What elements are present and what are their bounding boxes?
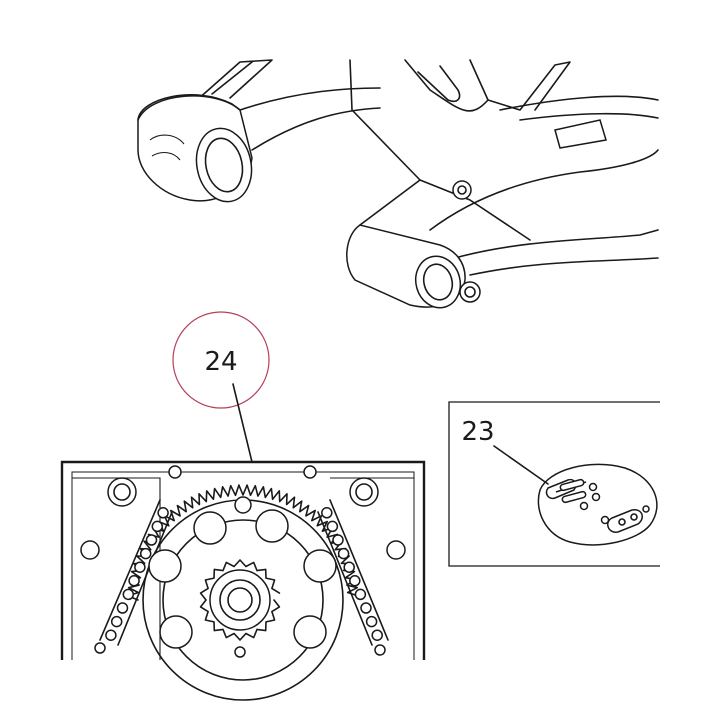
chain-roller — [326, 520, 339, 533]
chain-link-parts-ellipse — [537, 463, 658, 546]
chain-roller — [105, 629, 117, 641]
chain-right — [321, 507, 383, 641]
callout-24-number: 24 — [204, 347, 237, 377]
chain-roller — [337, 547, 350, 560]
chain-roller — [360, 602, 372, 614]
swingarm-drawing — [137, 59, 659, 309]
chain-roller — [110, 615, 123, 628]
chain-kit-panel — [448, 401, 660, 567]
chain-roller — [349, 575, 361, 587]
front-sprocket — [199, 559, 281, 641]
sprocket-kit-panel — [60, 460, 426, 701]
chain-roller — [343, 561, 355, 573]
chain-roller — [371, 629, 383, 641]
chain-left — [105, 507, 169, 641]
chain-roller — [365, 615, 378, 628]
chain-roller — [321, 507, 333, 519]
chain-roller — [157, 507, 169, 519]
callout-23-number: 23 — [461, 417, 494, 447]
highlight-circle — [172, 311, 270, 409]
chain-roller — [128, 575, 140, 587]
chain-roller — [139, 547, 152, 560]
callout-24[interactable]: 24 — [172, 311, 270, 463]
chain-roller — [134, 561, 146, 573]
callout-24-leader — [232, 383, 253, 463]
chain-roller — [332, 534, 344, 546]
chain-roller — [151, 520, 164, 533]
chain-roller — [145, 534, 158, 546]
callout-23[interactable]: 23 — [461, 417, 549, 485]
chain-roller — [354, 588, 367, 601]
sprocket-teeth — [199, 559, 281, 641]
chain-roller — [122, 588, 135, 601]
chain-roller — [116, 602, 129, 614]
callout-23-leader — [493, 445, 549, 485]
